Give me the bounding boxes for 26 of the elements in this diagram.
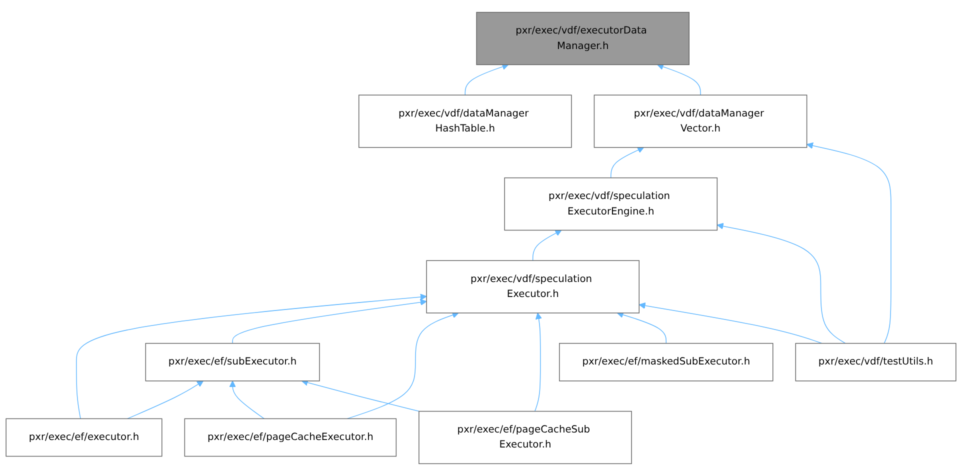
arrow bbox=[301, 379, 420, 412]
node-box: pxr/exec/ef/pageCacheExecutor.h bbox=[184, 418, 397, 457]
node-box: pxr/exec/ef/maskedSubExecutor.h bbox=[559, 342, 774, 382]
arrow bbox=[464, 64, 509, 96]
arrow bbox=[76, 294, 427, 420]
node-box: pxr/exec/vdf/speculation ExecutorEngine.h bbox=[504, 177, 718, 231]
arrow bbox=[532, 230, 562, 261]
node-box: pxr/exec/vdf/dataManager Vector.h bbox=[594, 94, 808, 148]
node-box: pxr/exec/vdf/testUtils.h bbox=[795, 342, 956, 382]
arrow bbox=[346, 312, 459, 420]
node-box: pxr/exec/vdf/speculation Executor.h bbox=[426, 260, 640, 314]
node-box: pxr/exec/vdf/dataManager HashTable.h bbox=[358, 94, 572, 148]
arrow bbox=[534, 312, 542, 412]
arrow bbox=[806, 142, 892, 344]
arrow bbox=[616, 312, 667, 344]
arrow bbox=[638, 302, 822, 344]
node-box: pxr/exec/ef/executor.h bbox=[6, 418, 162, 457]
node-box: pxr/exec/vdf/executorData Manager.h bbox=[476, 12, 690, 66]
arrow bbox=[229, 380, 265, 420]
arrow bbox=[127, 380, 204, 420]
arrow bbox=[232, 298, 427, 344]
arrow bbox=[657, 64, 701, 96]
arrow bbox=[610, 146, 644, 178]
node-box: pxr/exec/ef/pageCacheSub Executor.h bbox=[418, 410, 632, 464]
node-box: pxr/exec/ef/subExecutor.h bbox=[145, 342, 320, 382]
arrow bbox=[716, 222, 846, 344]
